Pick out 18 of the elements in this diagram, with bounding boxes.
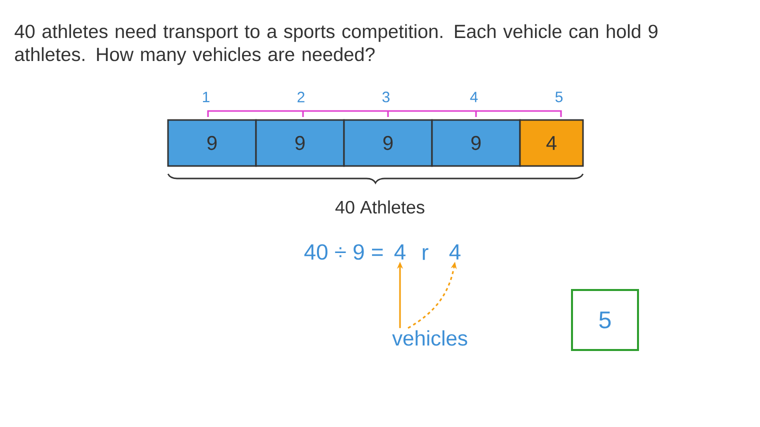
question-text: 40 athletes need transport to a sports competition. Each vehicle can hold 9 athletes. How many vehicles are needed? [14,24,658,65]
remainder-sign: r [422,248,428,260]
equation-number: 4 [394,244,406,260]
bar-segment: 9 [431,119,521,167]
bar-segment: 9 [167,119,257,167]
equation-number: 4 [449,244,460,260]
count-number: 5 [555,92,563,102]
count-number: 1 [202,92,210,102]
bar-segment: 4 [519,119,584,167]
answer-box: 5 [571,289,639,351]
count-number: 3 [382,92,390,102]
vehicles-label: vehicles [392,330,468,346]
equation-text: 40 ÷ 9 = [304,244,383,260]
total-label: 40 Athletes [335,200,424,214]
bar-segment: 9 [255,119,345,167]
count-number: 4 [470,92,478,102]
bar-segment: 9 [343,119,433,167]
count-number: 2 [298,92,304,102]
